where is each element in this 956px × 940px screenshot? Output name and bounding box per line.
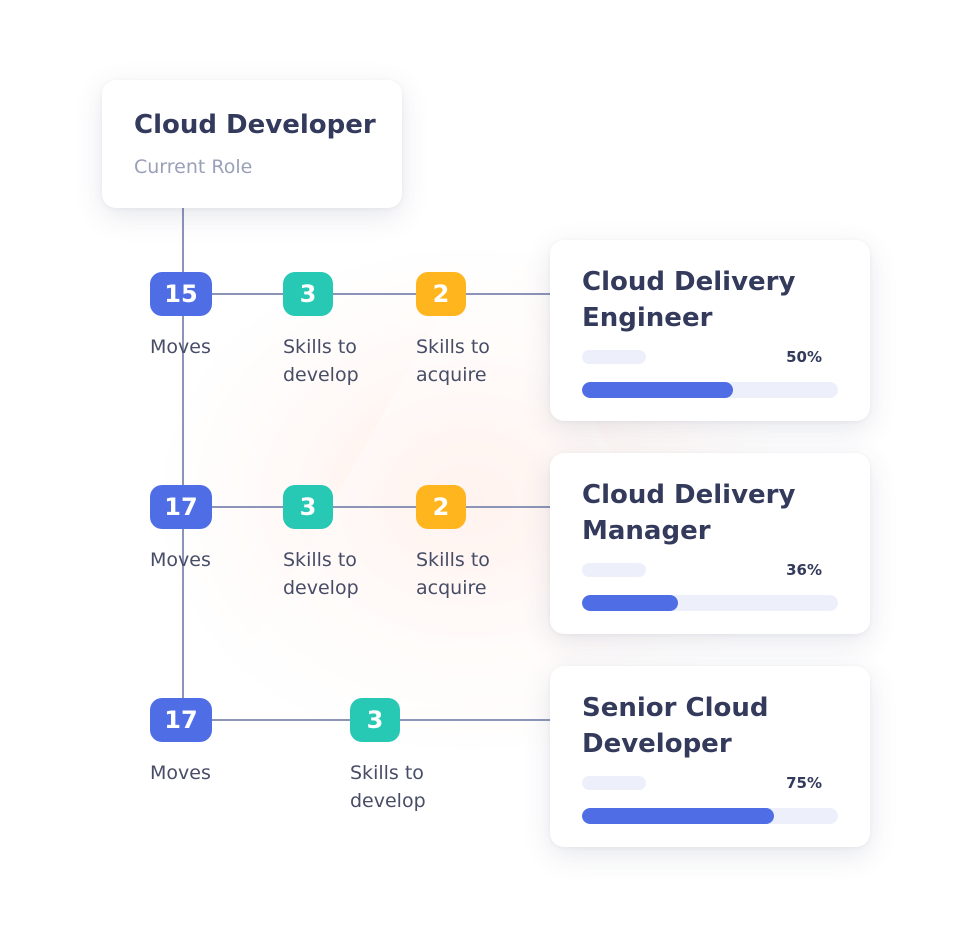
- moves-badge: 17: [150, 485, 212, 529]
- skills-to-develop-label: Skills to develop: [350, 762, 426, 812]
- skills-to-develop-badge: 3: [283, 272, 333, 316]
- vertical-connector: [182, 208, 184, 720]
- current-role-title: Cloud Developer: [134, 110, 376, 140]
- moves-label: Moves: [150, 336, 211, 358]
- target-role-card[interactable]: Cloud Delivery Engineer 50%: [550, 240, 870, 421]
- skills-to-develop-badge: 3: [350, 698, 400, 742]
- moves-badge: 15: [150, 272, 212, 316]
- progress-fill: [582, 808, 774, 824]
- skills-to-acquire-label: Skills to acquire: [416, 549, 490, 599]
- target-role-card[interactable]: Senior Cloud Developer 75%: [550, 666, 870, 847]
- current-role-card[interactable]: Cloud Developer Current Role: [102, 80, 402, 208]
- target-role-title: Cloud Delivery Manager: [582, 480, 796, 546]
- target-role-card[interactable]: Cloud Delivery Manager 36%: [550, 453, 870, 634]
- progress-fill: [582, 595, 678, 611]
- progress-track: [582, 595, 838, 611]
- match-percent: 50%: [786, 348, 822, 366]
- moves-badge: 17: [150, 698, 212, 742]
- skills-to-acquire-badge: 2: [416, 272, 466, 316]
- progress-fill: [582, 382, 734, 398]
- skills-to-develop-label: Skills to develop: [283, 549, 359, 599]
- placeholder-bar: [582, 563, 646, 577]
- progress-track: [582, 808, 838, 824]
- match-percent: 75%: [786, 774, 822, 792]
- skills-to-develop-badge: 3: [283, 485, 333, 529]
- row-1-connector: [182, 293, 552, 295]
- target-role-title: Senior Cloud Developer: [582, 693, 769, 759]
- match-percent: 36%: [786, 561, 822, 579]
- placeholder-bar: [582, 350, 646, 364]
- target-role-title: Cloud Delivery Engineer: [582, 267, 796, 333]
- moves-label: Moves: [150, 549, 211, 571]
- skills-to-acquire-label: Skills to acquire: [416, 336, 490, 386]
- row-2-connector: [182, 506, 552, 508]
- current-role-subtitle: Current Role: [134, 156, 253, 178]
- skills-to-develop-label: Skills to develop: [283, 336, 359, 386]
- progress-track: [582, 382, 838, 398]
- skills-to-acquire-badge: 2: [416, 485, 466, 529]
- moves-label: Moves: [150, 762, 211, 784]
- placeholder-bar: [582, 776, 646, 790]
